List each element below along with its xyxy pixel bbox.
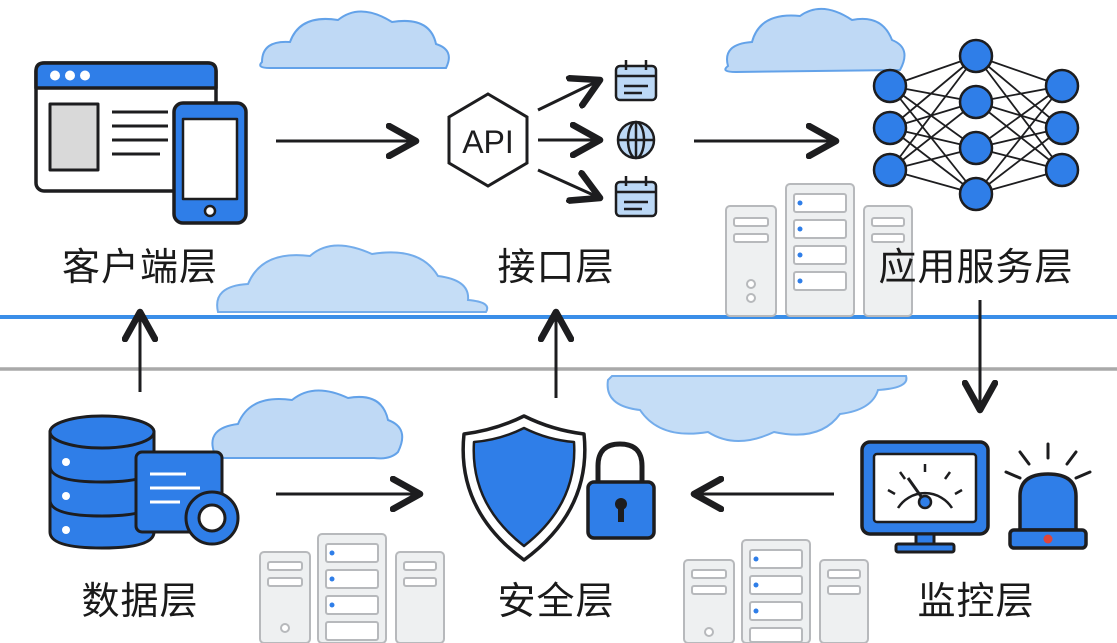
server-rack-icon — [259, 551, 311, 643]
alarm-light-icon — [1004, 442, 1092, 550]
cloud-icon — [211, 389, 404, 460]
calendar-icon — [614, 60, 658, 102]
server-rack-icon — [741, 539, 811, 643]
arrow-api-to-calendar-top — [537, 80, 600, 112]
phone-icon — [172, 101, 248, 225]
server-rack-icon — [683, 559, 735, 643]
server-rack-icon — [785, 183, 855, 317]
cloud-icon — [606, 375, 908, 442]
cloud-icon — [259, 10, 450, 69]
monitor-gauge-icon — [860, 440, 990, 554]
globe-icon — [616, 120, 656, 160]
layer-label-security: 安全层 — [497, 579, 615, 623]
database-icon — [48, 414, 156, 550]
server-rack-icon — [863, 205, 913, 317]
api-badge-text: API — [462, 124, 514, 160]
arrow-api-to-calendar-bottom — [537, 168, 600, 198]
cloud-icon — [216, 244, 489, 313]
layer-label-monitor: 监控层 — [917, 579, 1035, 623]
api-hexagon-icon: API — [447, 92, 529, 188]
layer-label-client: 客户端层 — [61, 245, 219, 289]
cloud-icon — [724, 8, 906, 74]
document-icon — [134, 450, 240, 546]
layer-label-app-service: 应用服务层 — [878, 245, 1074, 289]
padlock-icon — [586, 441, 656, 540]
server-rack-icon — [819, 559, 869, 643]
browser-window-icon — [34, 61, 218, 193]
layer-label-data: 数据层 — [81, 579, 199, 623]
calendar-icon — [614, 176, 658, 218]
shield-icon — [461, 414, 587, 562]
server-rack-icon — [395, 551, 445, 643]
layer-label-interface: 接口层 — [497, 245, 615, 289]
neural-network-icon — [872, 38, 1080, 212]
server-rack-icon — [317, 533, 387, 643]
server-rack-icon — [725, 205, 777, 317]
